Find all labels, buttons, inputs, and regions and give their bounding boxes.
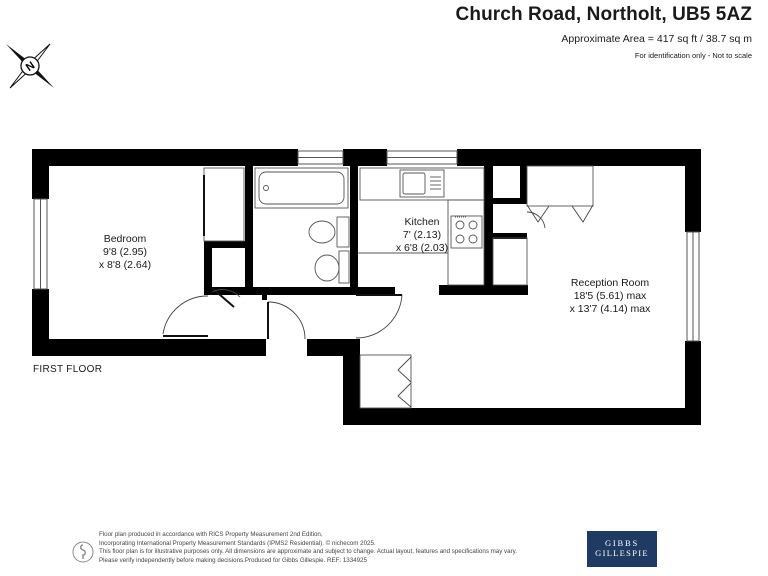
wc-bowl bbox=[308, 220, 336, 244]
wall-closet-bottom bbox=[493, 233, 527, 239]
wall-top-left bbox=[32, 149, 298, 166]
fixtures bbox=[203, 165, 594, 409]
bedroom-name: Bedroom bbox=[103, 233, 147, 245]
measurement-standard-icon bbox=[72, 541, 94, 563]
wall-top-middle bbox=[343, 149, 387, 166]
bathtub bbox=[254, 167, 349, 209]
disclaimer-line-1: Floor plan produced in accordance with R… bbox=[99, 531, 323, 538]
wall-left-upper bbox=[32, 149, 49, 199]
reception-cupboard bbox=[526, 165, 594, 207]
disclaimer-line-2: Incorporating International Property Mea… bbox=[99, 539, 376, 547]
disclaimer-text: Floor plan produced in accordance with R… bbox=[99, 531, 517, 565]
kitchen-side-units bbox=[447, 199, 485, 286]
wall-bathroom-left bbox=[245, 149, 253, 295]
wall-cupboard-left bbox=[204, 241, 212, 295]
reception-alcove bbox=[492, 237, 528, 286]
bedroom-dimension-2: x 8'8 (2.64) bbox=[98, 259, 152, 271]
wall-bottom-bedroom bbox=[32, 339, 266, 356]
property-address-title: Church Road, Northolt, UB5 5AZ bbox=[455, 4, 752, 25]
reception-room-dimension-2: x 13'7 (4.14) max bbox=[569, 303, 651, 315]
wall-bathroom-bottom bbox=[245, 287, 395, 295]
wall-closet-side bbox=[520, 166, 527, 204]
wall-bathroom-right bbox=[350, 149, 358, 295]
wall-closet-top bbox=[493, 198, 523, 204]
doors bbox=[162, 204, 594, 408]
washbasin bbox=[314, 254, 340, 282]
door-swing-reception bbox=[355, 294, 403, 339]
agent-logo-line-1: GIBBS bbox=[604, 538, 640, 548]
wall-kitchen-right bbox=[484, 149, 493, 295]
wc-cistern bbox=[336, 216, 350, 248]
wardrobe bbox=[203, 167, 245, 242]
cupboard-bifold-doors bbox=[526, 204, 550, 223]
identification-note: For identification only - Not to scale bbox=[634, 51, 752, 60]
wall-right-lower bbox=[685, 341, 701, 425]
disclaimer-line-4: Please verify independently before makin… bbox=[99, 556, 367, 564]
wall-reception-bottom bbox=[343, 408, 701, 425]
kitchen-sink bbox=[399, 169, 445, 198]
kitchen-worktop bbox=[359, 167, 485, 201]
wall-hall-stub bbox=[262, 287, 267, 300]
wall-reception-left bbox=[343, 339, 360, 425]
approximate-area: Approximate Area = 417 sq ft / 38.7 sq m bbox=[561, 33, 752, 45]
walls bbox=[32, 149, 701, 425]
door-swing-entrance bbox=[267, 301, 306, 340]
disclaimer-line-3: This floor plan is for illustrative purp… bbox=[99, 548, 517, 556]
reception-room-label: Reception Room 18'5 (5.61) max x 13'7 (4… bbox=[553, 277, 667, 316]
wall-cupboard-top bbox=[204, 241, 249, 248]
agent-logo: GIBBS GILLESPIE bbox=[587, 531, 657, 567]
wall-kitchen-bottom bbox=[439, 285, 528, 295]
bedroom-label: Bedroom 9'8 (2.95) x 8'8 (2.64) bbox=[88, 233, 162, 272]
agent-logo-line-2: GILLESPIE bbox=[595, 548, 649, 558]
hall-cupboard-bifold-doors bbox=[397, 356, 412, 383]
door-swing-bedroom bbox=[162, 295, 209, 335]
kitchen-name: Kitchen bbox=[404, 216, 440, 228]
bedroom-dimension-1: 9'8 (2.95) bbox=[102, 246, 148, 258]
compass-icon: N bbox=[6, 43, 54, 89]
kitchen-dimension-2: x 6'8 (2.03) bbox=[395, 242, 449, 254]
kitchen-label: Kitchen 7' (2.13) x 6'8 (2.03) bbox=[388, 216, 456, 255]
windows bbox=[33, 150, 700, 342]
floor-level-label: FIRST FLOOR bbox=[33, 364, 103, 375]
wall-right-upper bbox=[685, 149, 701, 232]
reception-room-dimension-1: 18'5 (5.61) max bbox=[573, 290, 647, 302]
reception-room-name: Reception Room bbox=[570, 277, 650, 289]
kitchen-dimension-1: 7' (2.13) bbox=[402, 229, 442, 241]
wall-top-right bbox=[457, 149, 701, 166]
hob bbox=[450, 215, 483, 249]
